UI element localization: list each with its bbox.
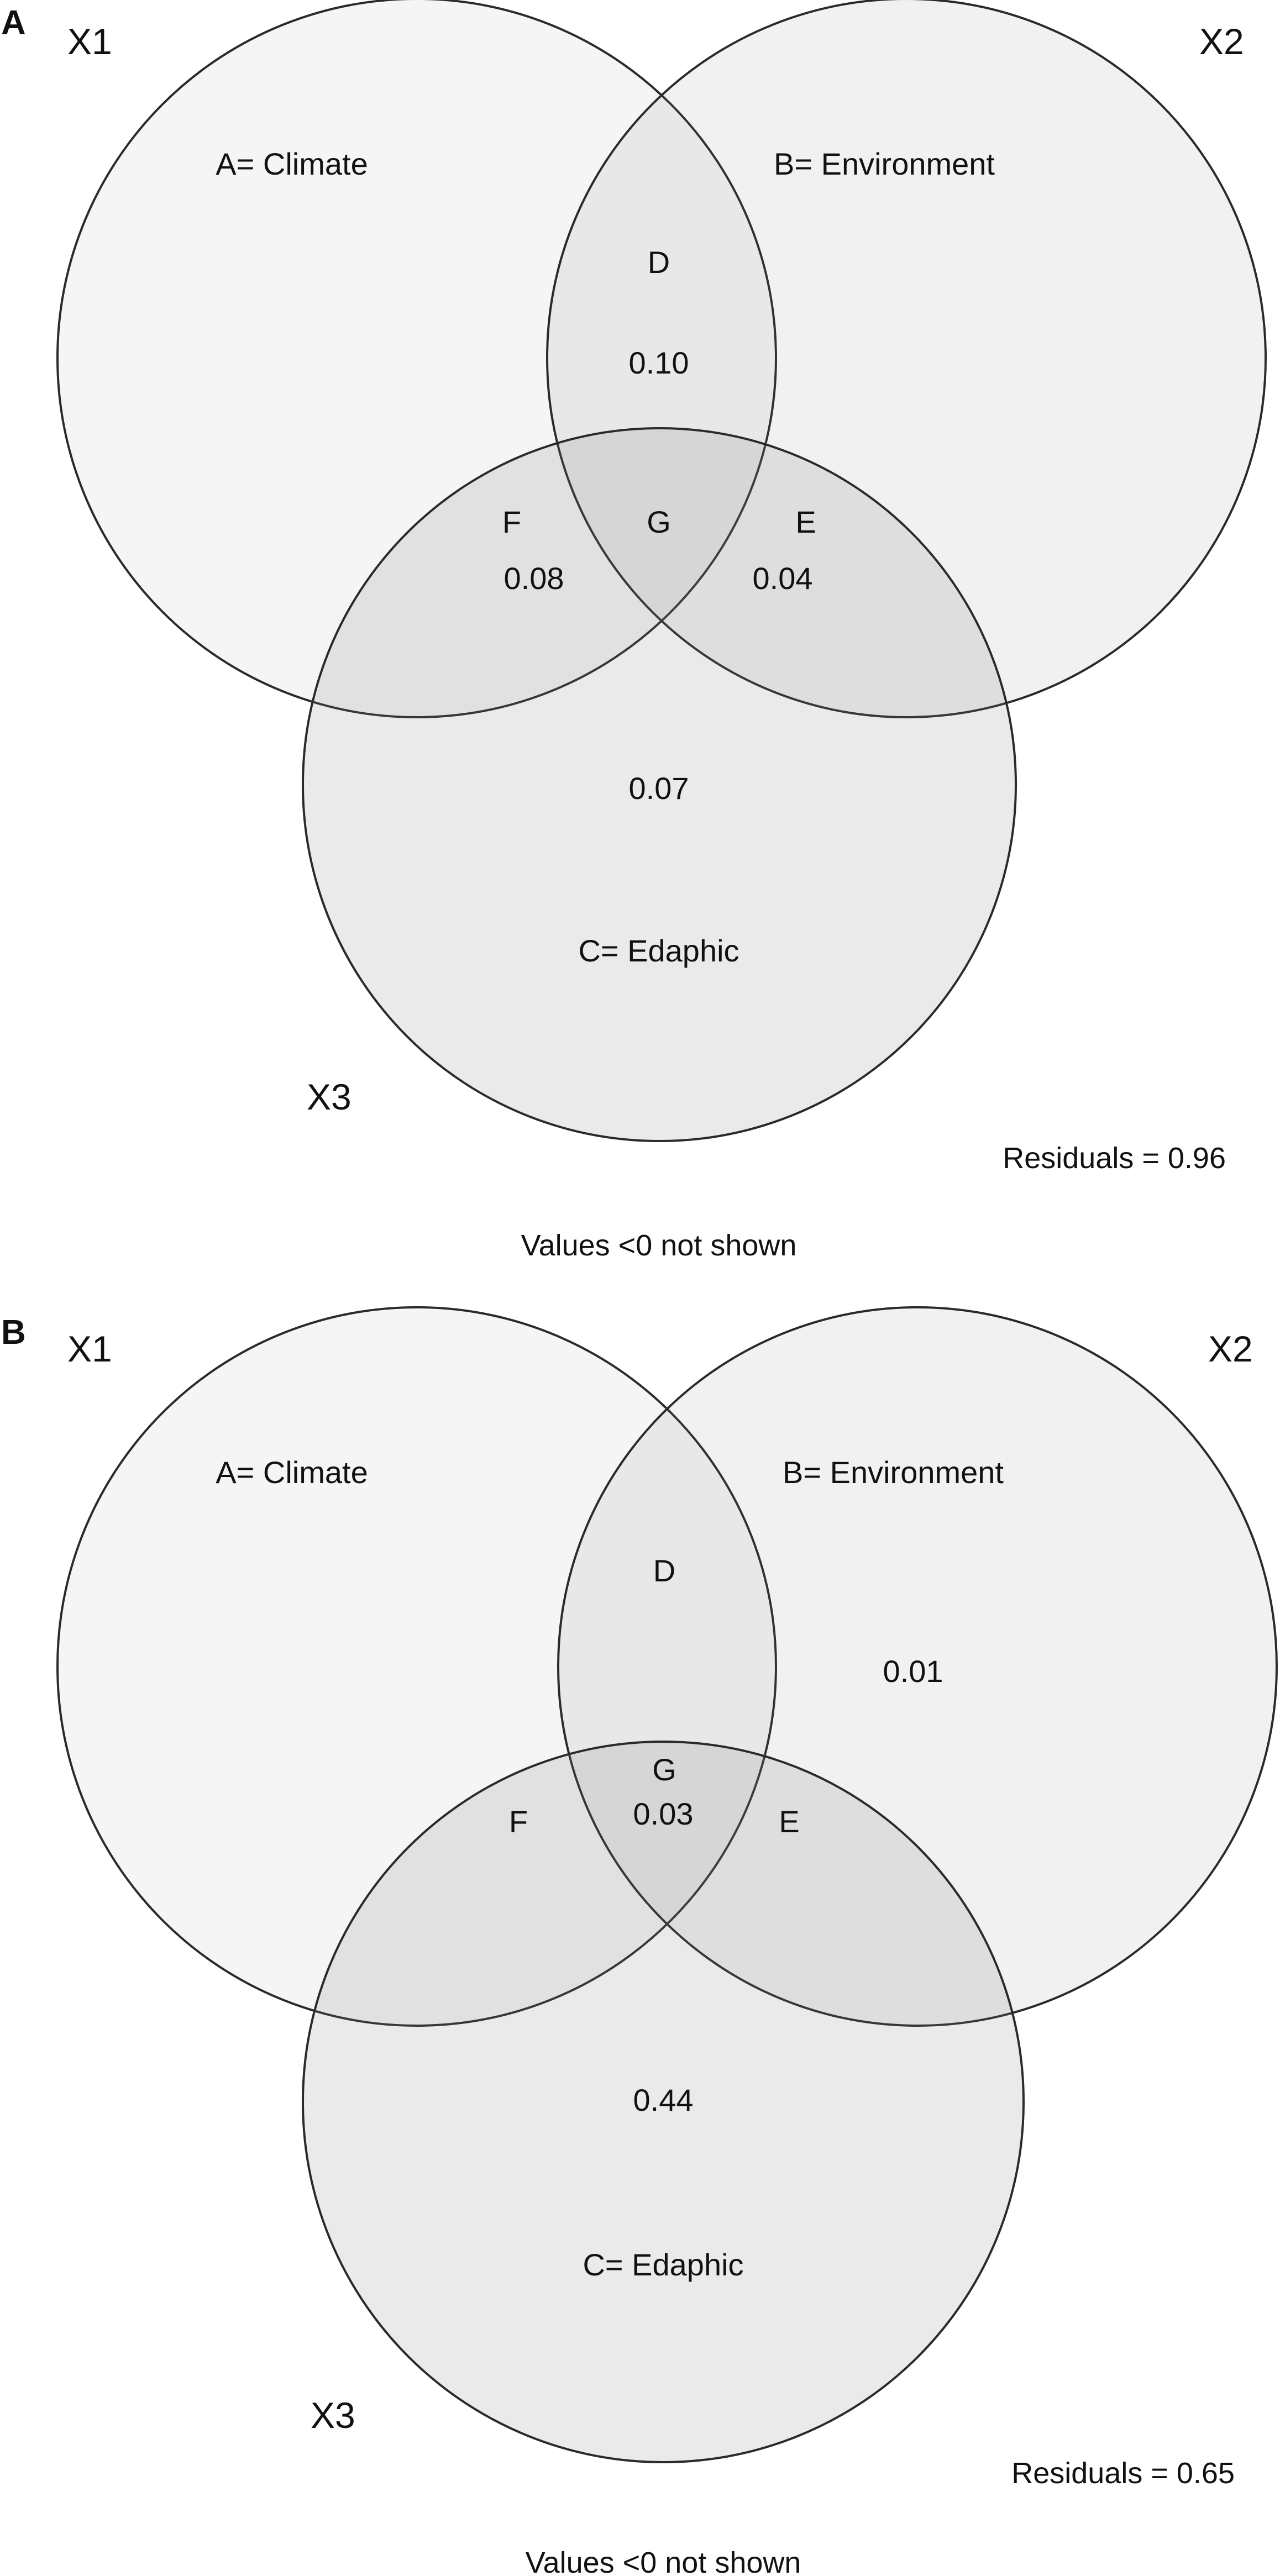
panel-a: A X1 X2 X3 A= Climate B= Environment C= … [1,0,1267,1262]
set-c-label: C= Edaphic [583,2247,743,2282]
region-d-label: D [653,1553,675,1588]
variable-x1-label: X1 [67,21,112,62]
region-c-value: 0.07 [629,771,689,806]
circle-x3-edaphic [302,1741,1025,2463]
region-f-label: F [509,1804,528,1839]
region-e-label: E [779,1804,799,1839]
set-a-label: A= Climate [216,146,368,181]
circle-x2-environment [546,0,1267,718]
circle-x3-edaphic [302,427,1017,1142]
region-b-value: 0.01 [883,1654,943,1689]
region-c-value: 0.44 [633,2083,694,2117]
variable-x2-label: X2 [1208,1328,1253,1369]
region-g-label: G [647,504,671,539]
region-d-label: D [648,245,670,280]
set-c-label: C= Edaphic [578,933,739,968]
region-d-value: 0.10 [629,345,689,380]
circle-x1-climate [56,1306,777,2027]
region-g-label: G [652,1752,676,1787]
region-e-label: E [795,504,816,539]
panel-letter: B [1,1313,26,1352]
set-a-label: A= Climate [216,1455,368,1490]
panel-b: B X1 X2 X3 A= Climate B= Environment C= … [1,1306,1278,2576]
variable-x3-label: X3 [311,2395,355,2436]
variable-x3-label: X3 [307,1076,352,1117]
values-note: Values <0 not shown [526,2546,801,2576]
set-b-label: B= Environment [774,146,995,181]
residuals-label: Residuals = 0.96 [1003,1142,1226,1175]
residuals-label: Residuals = 0.65 [1011,2457,1235,2490]
panel-letter: A [1,4,26,42]
region-e-value: 0.04 [753,561,813,596]
region-f-value: 0.08 [504,561,564,596]
variable-x2-label: X2 [1199,21,1244,62]
set-b-label: B= Environment [783,1455,1004,1490]
values-note: Values <0 not shown [521,1229,797,1262]
region-g-value: 0.03 [633,1796,694,1831]
variable-x1-label: X1 [67,1328,112,1369]
region-f-label: F [502,504,521,539]
circle-x2-environment [557,1306,1278,2027]
